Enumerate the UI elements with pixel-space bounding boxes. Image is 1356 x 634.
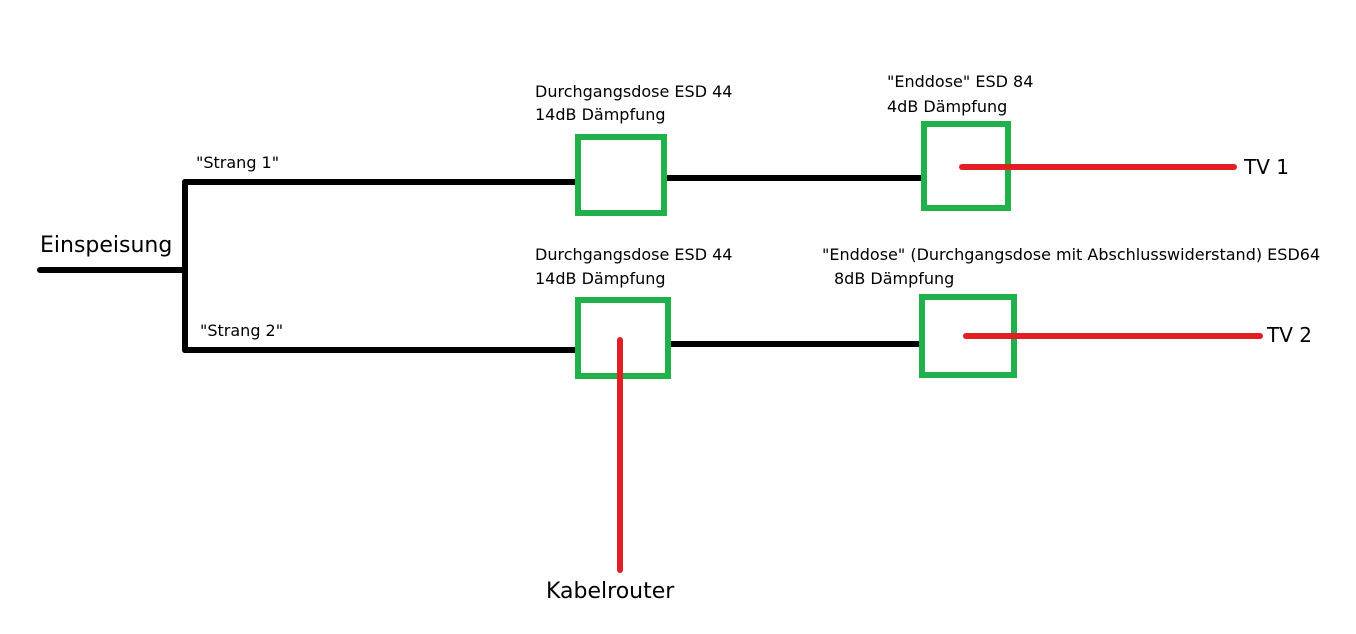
box3-title: Durchgangsdose ESD 44 bbox=[535, 245, 732, 264]
strand2-label: "Strang 2" bbox=[200, 321, 283, 340]
box2-attenuation: 4dB Dämpfung bbox=[887, 97, 1007, 116]
box1-attenuation: 14dB Dämpfung bbox=[535, 105, 666, 124]
strand1-label: "Strang 1" bbox=[196, 153, 279, 172]
router-label: Kabelrouter bbox=[546, 579, 675, 604]
box1-title: Durchgangsdose ESD 44 bbox=[535, 82, 732, 101]
box4-attenuation: 8dB Dämpfung bbox=[834, 269, 954, 288]
box2-title: "Enddose" ESD 84 bbox=[887, 72, 1033, 91]
box4-title: "Enddose" (Durchgangsdose mit Abschlussw… bbox=[822, 245, 1320, 264]
box3-attenuation: 14dB Dämpfung bbox=[535, 269, 666, 288]
tv2-label: TV 2 bbox=[1266, 323, 1312, 347]
feed-label: Einspeisung bbox=[40, 233, 172, 258]
socket-box-esd44-strand1 bbox=[575, 134, 667, 216]
tv1-label: TV 1 bbox=[1243, 155, 1289, 179]
